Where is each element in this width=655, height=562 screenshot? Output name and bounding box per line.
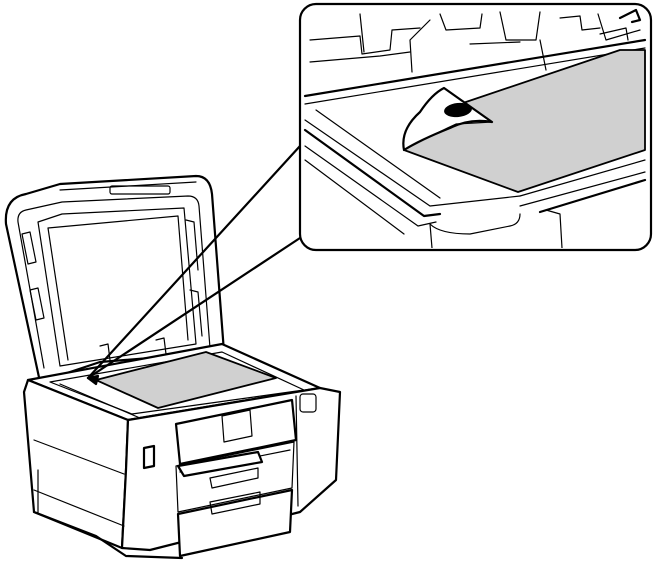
printer-illustration: [4, 174, 342, 560]
printer-body: [22, 378, 342, 560]
document-corner-mark-magnified: [444, 102, 472, 118]
magnified-callout: [298, 2, 653, 252]
document-corner-mark: [86, 374, 100, 386]
scanner-lid: [4, 174, 226, 384]
callout-lines: [86, 144, 302, 380]
document-sheet: [95, 351, 277, 409]
